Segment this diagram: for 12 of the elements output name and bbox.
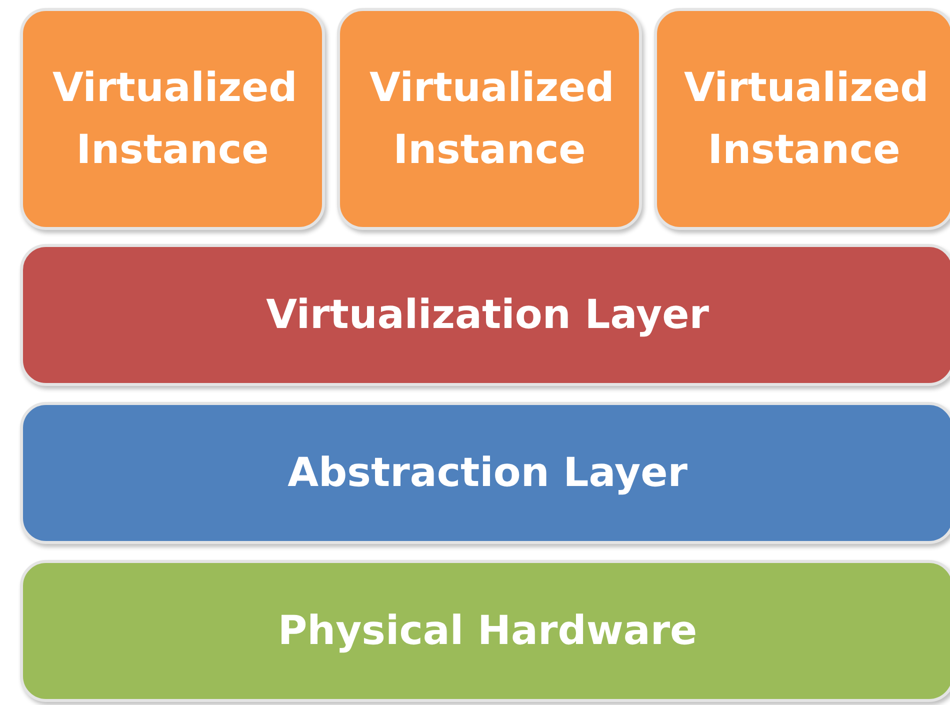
layer-label: Virtualization Layer (266, 291, 709, 340)
layer-label: Virtualized Instance (52, 64, 292, 175)
layer-label: Abstraction Layer (288, 449, 688, 498)
layer-box (20, 8, 325, 230)
layer-box (20, 402, 950, 544)
layer-box (337, 8, 642, 230)
layer-label: Virtualized Instance (684, 64, 924, 175)
layer-box (20, 560, 950, 702)
layer-label: Virtualized Instance (370, 64, 610, 175)
layer-label: Physical Hardware (278, 607, 698, 656)
layer-box (654, 8, 950, 230)
layer-box (20, 244, 950, 386)
